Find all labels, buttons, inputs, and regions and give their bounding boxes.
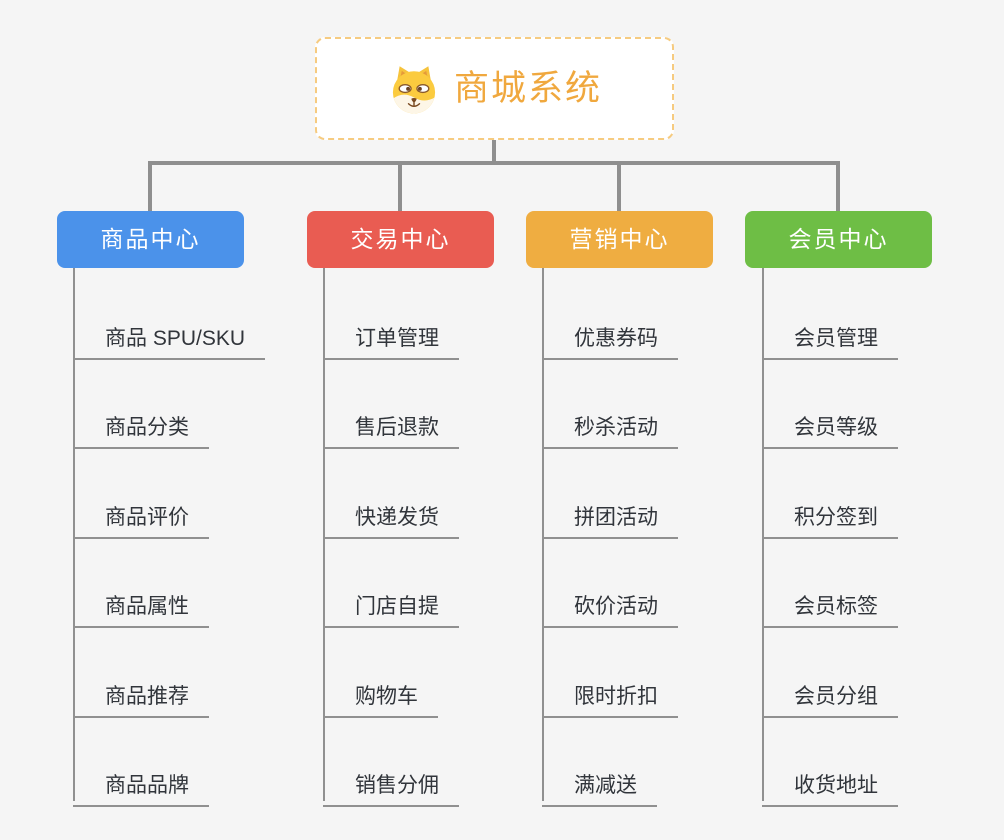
leaf-item[interactable]: 商品推荐 xyxy=(73,665,209,718)
branch-trunk-line xyxy=(323,267,325,801)
leaf-item[interactable]: 购物车 xyxy=(323,665,438,718)
leaf-item[interactable]: 满减送 xyxy=(542,754,657,807)
leaf-item[interactable]: 商品品牌 xyxy=(73,754,209,807)
branch-node-product-center[interactable]: 商品中心 xyxy=(57,211,244,268)
leaf-item[interactable]: 商品属性 xyxy=(73,575,209,628)
connector-line xyxy=(492,139,496,163)
leaf-item[interactable]: 会员标签 xyxy=(762,575,898,628)
branch-node-marketing-center[interactable]: 营销中心 xyxy=(526,211,713,268)
leaf-item[interactable]: 拼团活动 xyxy=(542,486,678,539)
branch-trunk-line xyxy=(73,267,75,801)
leaf-item[interactable]: 砍价活动 xyxy=(542,575,678,628)
branch-trunk-line xyxy=(762,267,764,801)
leaf-item[interactable]: 商品分类 xyxy=(73,396,209,449)
leaf-item[interactable]: 积分签到 xyxy=(762,486,898,539)
leaf-item[interactable]: 售后退款 xyxy=(323,396,459,449)
leaf-item[interactable]: 秒杀活动 xyxy=(542,396,678,449)
connector-line xyxy=(398,161,402,211)
leaf-item[interactable]: 订单管理 xyxy=(323,307,459,360)
leaf-item[interactable]: 收货地址 xyxy=(762,754,898,807)
leaf-item[interactable]: 优惠券码 xyxy=(542,307,678,360)
leaf-item[interactable]: 会员分组 xyxy=(762,665,898,718)
leaf-item[interactable]: 商品评价 xyxy=(73,486,209,539)
branch-node-member-center[interactable]: 会员中心 xyxy=(745,211,932,268)
connector-line xyxy=(836,161,840,211)
leaf-item[interactable]: 会员管理 xyxy=(762,307,898,360)
root-title: 商城系统 xyxy=(453,69,602,108)
dog-face-icon xyxy=(387,62,441,116)
connector-line xyxy=(617,161,621,211)
leaf-item[interactable]: 销售分佣 xyxy=(323,754,459,807)
branch-trunk-line xyxy=(542,267,544,801)
leaf-item[interactable]: 限时折扣 xyxy=(542,665,678,718)
leaf-item[interactable]: 商品 SPU/SKU xyxy=(73,307,266,360)
leaf-item[interactable]: 快递发货 xyxy=(323,486,459,539)
connector-line xyxy=(148,161,840,165)
root-node[interactable]: 商城系统 xyxy=(315,37,674,140)
leaf-item[interactable]: 门店自提 xyxy=(323,575,459,628)
leaf-item[interactable]: 会员等级 xyxy=(762,396,898,449)
branch-node-trade-center[interactable]: 交易中心 xyxy=(307,211,494,268)
connector-line xyxy=(148,161,152,211)
